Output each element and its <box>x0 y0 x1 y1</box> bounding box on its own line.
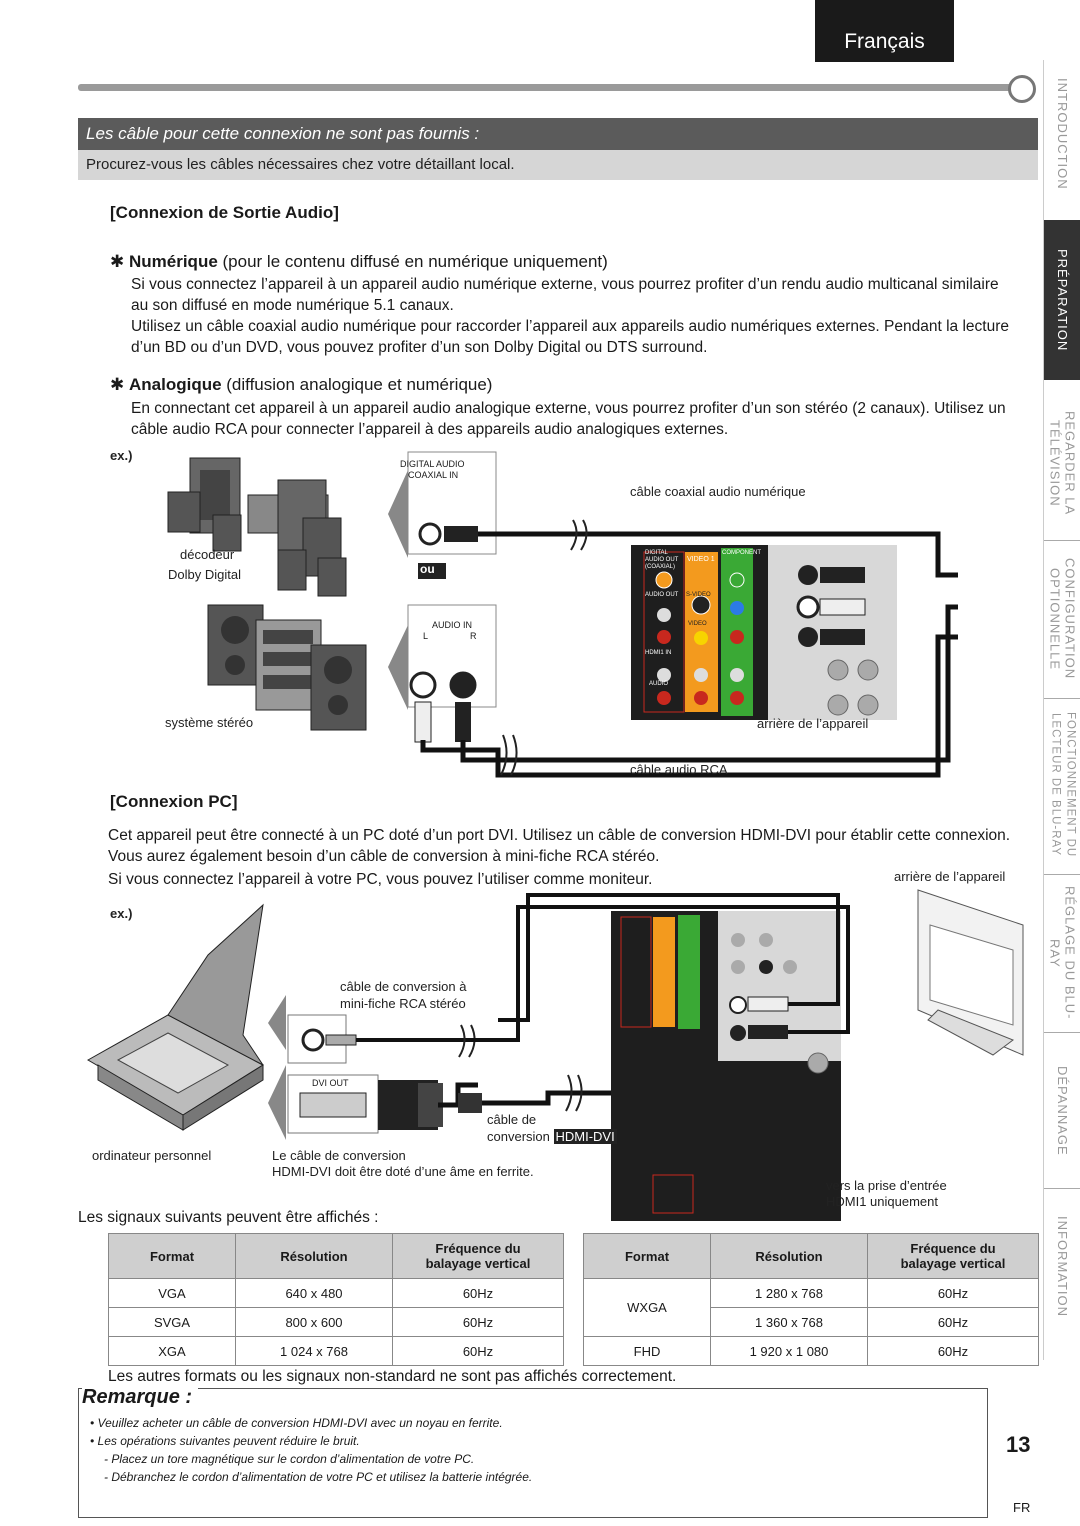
mini-plug-label-2: mini-fiche RCA stéréo <box>340 996 466 1011</box>
top-rule <box>78 84 1013 91</box>
stereo-system-label: système stéréo <box>165 715 254 730</box>
sidebar-item-optional-setup[interactable]: CONFIGURATION OPTIONNELLE <box>1047 558 1078 680</box>
header-format: Format <box>583 1233 711 1279</box>
sidebar-item-preparation[interactable]: PRÉPARATION <box>1044 220 1080 380</box>
page-language: FR <box>1013 1500 1031 1515</box>
rule-knob <box>1008 75 1036 103</box>
sidebar-item-watch-tv[interactable]: REGARDER LA TÉLÉVISION <box>1047 410 1078 516</box>
audio-output-heading: [Connexion de Sortie Audio] <box>110 203 339 222</box>
pc-connection-heading: [Connexion PC] <box>110 792 238 811</box>
mini-plug-label-1: câble de conversion à <box>340 979 467 994</box>
panel-svideo-label: S-VIDEO <box>686 592 711 598</box>
decoder-label-1: décodeur <box>180 547 235 562</box>
page-number: 13 <box>1006 1432 1031 1457</box>
decoder-speakers-illustration <box>167 457 347 597</box>
laptop-illustration <box>86 903 265 1131</box>
panel-audio-out-label: AUDIO OUT <box>645 592 679 598</box>
language-tab: Français <box>815 0 954 62</box>
cables-advice-bar: Procurez-vous les câbles nécessaires che… <box>78 150 1038 180</box>
panel-digital-label: DIGITAL AUDIO OUT (COAXIAL) <box>645 550 679 570</box>
ferrite-note-2: HDMI-DVI doit être doté d’une âme en fer… <box>272 1164 534 1179</box>
analog-subheading: ✱ Analogique (diffusion analogique et nu… <box>110 375 493 394</box>
audio-example-label: ex.) <box>110 448 133 463</box>
or-badge: ou <box>420 562 435 576</box>
remark-note-1: • Veuillez acheter un câble de conversio… <box>90 1416 503 1430</box>
sidebar-item-information[interactable]: INFORMATION <box>1055 1216 1070 1318</box>
numeric-paragraph-2: Utilisez un câble coaxial audio numériqu… <box>131 318 1009 356</box>
panel-component-label: COMPONENT <box>722 550 761 556</box>
other-formats-note: Les autres formats ou les signaux non-st… <box>108 1368 677 1385</box>
rear-label-pc: arrière de l’appareil <box>894 869 1006 884</box>
rear-label-audio: arrière de l’appareil <box>757 716 869 731</box>
signals-intro: Les signaux suivants peuvent être affich… <box>78 1209 379 1226</box>
sidebar-item-introduction[interactable]: INTRODUCTION <box>1055 78 1070 190</box>
sidebar-item-troubleshooting[interactable]: DÉPANNAGE <box>1055 1066 1070 1156</box>
audio-in-r-label: R <box>470 631 477 641</box>
sidebar-item-bluray-setup[interactable]: RÉGLAGE DU BLU-RAY <box>1047 886 1078 1020</box>
audio-connection-diagram <box>167 451 958 778</box>
hdmi-dvi-label-2: conversion HDMI-DVI <box>487 1129 617 1144</box>
hdmi-input-label-1: vers la prise d’entrée <box>826 1178 947 1193</box>
header-format: Format <box>108 1233 236 1279</box>
remark-box <box>78 1388 988 1518</box>
audio-in-l-label: L <box>423 631 429 641</box>
cables-not-supplied-bar: Les câble pour cette connexion ne sont p… <box>78 118 1038 150</box>
panel-video1-label: VIDEO 1 <box>687 556 715 563</box>
pc-connection-diagram <box>86 889 1024 1221</box>
numeric-paragraph-1: Si vous connectez l’appareil à un appare… <box>131 276 999 314</box>
rca-cable-label: câble audio RCA <box>630 762 728 777</box>
panel-video-label: VIDEO <box>688 621 707 627</box>
coax-cable-label: câble coaxial audio numérique <box>630 484 806 499</box>
sidebar-item-bluray-operation[interactable]: FONCTIONNEMENT DU LECTEUR DE BLU-RAY <box>1049 712 1077 858</box>
numeric-subheading: ✱ Numérique (pour le contenu diffusé en … <box>110 252 608 271</box>
pc-paragraph-2: Si vous connectez l’appareil à votre PC,… <box>108 871 653 888</box>
remark-note-4: - Débranchez le cordon d’alimentation de… <box>104 1470 533 1484</box>
header-resolution: Résolution <box>710 1233 868 1279</box>
audio-in-label: AUDIO IN <box>432 620 473 630</box>
hdmi-dvi-tag: HDMI-DVI <box>553 1129 617 1144</box>
pc-paragraph-1: Cet appareil peut être connecté à un PC … <box>108 827 1011 865</box>
remark-title: Remarque : <box>82 1386 199 1409</box>
pc-example-label: ex.) <box>110 906 133 921</box>
hdmi-dvi-label-1: câble de <box>487 1112 537 1127</box>
star-icon: ✱ <box>110 375 125 394</box>
remark-note-3: - Placez un tore magnétique sur le cordo… <box>104 1452 475 1466</box>
decoder-label-2: Dolby Digital <box>168 567 241 582</box>
panel-hdmi-label: HDMI1 IN <box>645 650 672 656</box>
stereo-system-illustration <box>207 604 367 731</box>
header-resolution: Résolution <box>235 1233 393 1279</box>
star-icon: ✱ <box>110 252 125 271</box>
remark-note-2: • Les opérations suivantes peuvent rédui… <box>90 1434 360 1448</box>
dvi-out-label: DVI OUT <box>312 1078 349 1088</box>
digital-audio-label: DIGITAL AUDIO <box>400 459 465 469</box>
hdmi-input-label-2: HDMI1 uniquement <box>826 1194 938 1209</box>
ferrite-note-1: Le câble de conversion <box>272 1148 406 1163</box>
pc-label: ordinateur personnel <box>92 1148 212 1163</box>
coaxial-in-label: COAXIAL IN <box>408 470 459 480</box>
chapter-sidebar: INTRODUCTION PRÉPARATION REGARDER LA TÉL… <box>1043 60 1080 1360</box>
panel-audio-label: AUDIO <box>649 681 669 687</box>
analog-paragraph: En connectant cet appareil à un appareil… <box>131 400 1006 438</box>
